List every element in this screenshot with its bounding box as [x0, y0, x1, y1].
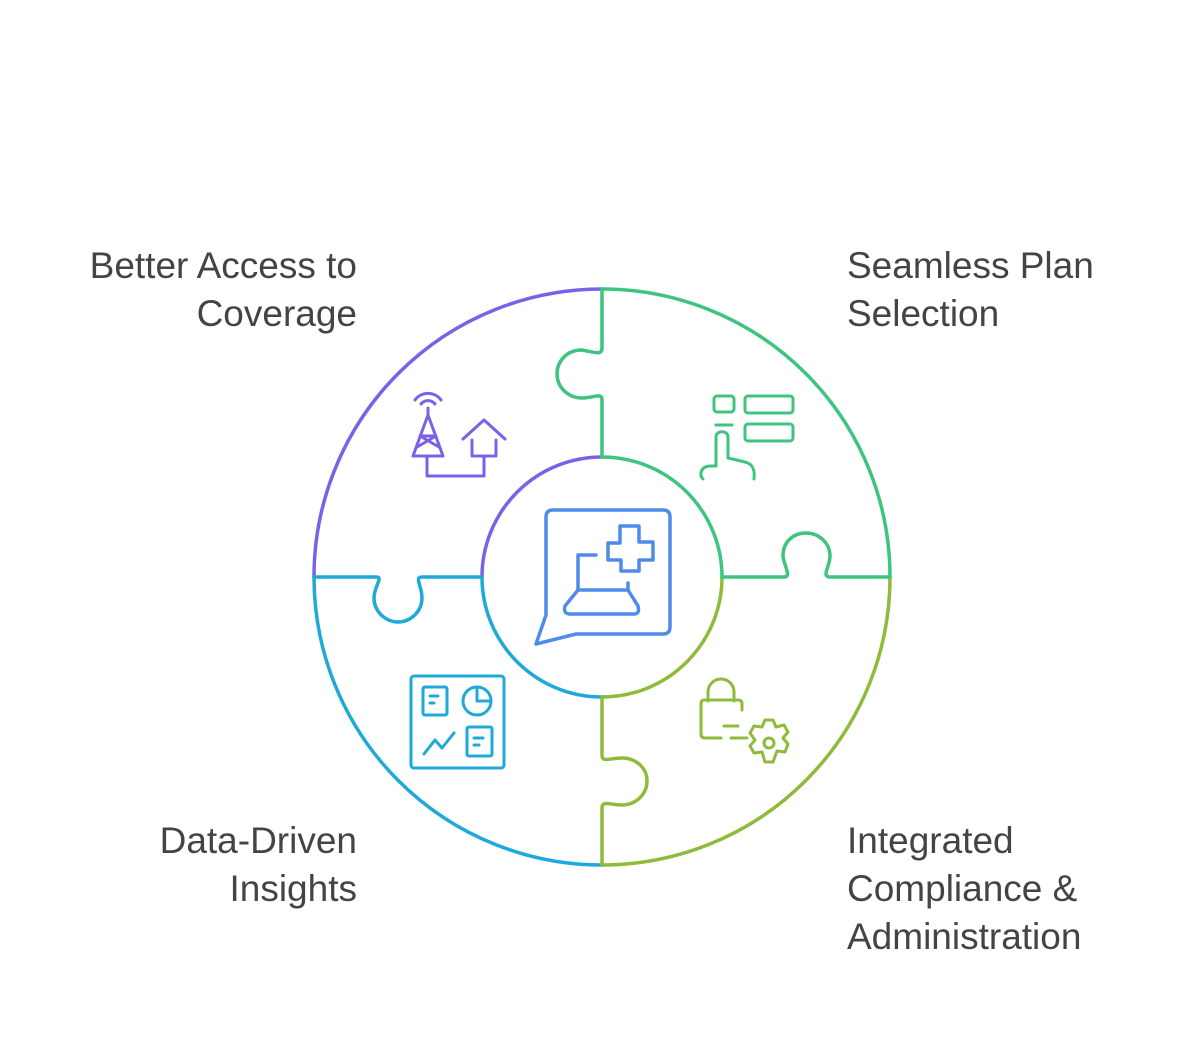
- outer-arc-top-right: [600, 287, 892, 579]
- separator-left: [312, 575, 484, 624]
- separator-right: [720, 531, 892, 579]
- lock-gear-icon: [699, 677, 790, 764]
- inner-arc-bottom-left: [480, 575, 604, 699]
- separator-bottom: [600, 695, 649, 867]
- tower-house-signal-icon: [411, 391, 507, 478]
- label-line: Better Access to: [89, 245, 357, 286]
- outer-arc-bottom-right: [600, 575, 892, 867]
- label-seamless-plan: Seamless Plan Selection: [847, 242, 1094, 338]
- hand-select-list-icon: [699, 394, 795, 481]
- label-line: Administration: [847, 916, 1082, 957]
- separator-top: [555, 288, 604, 459]
- outer-arc-top-left: [312, 287, 604, 579]
- label-integrated-compliance: Integrated Compliance & Administration: [847, 817, 1081, 961]
- inner-arc-top-left: [480, 455, 604, 579]
- label-line: Data-Driven: [159, 820, 357, 861]
- label-line: Selection: [847, 293, 1000, 334]
- dashboard-analytics-icon: [409, 674, 506, 770]
- outer-arc-bottom-left: [312, 575, 604, 867]
- inner-arc-bottom-right: [600, 575, 724, 699]
- label-better-access: Better Access to Coverage: [90, 242, 357, 338]
- label-line: Seamless Plan: [847, 245, 1094, 286]
- inner-arc-top-right: [600, 455, 724, 579]
- label-line: Integrated: [847, 820, 1014, 861]
- label-line: Compliance &: [847, 868, 1078, 909]
- laptop-medical-chat-icon: [534, 508, 672, 646]
- label-data-driven: Data-Driven Insights: [160, 817, 357, 913]
- label-line: Coverage: [196, 293, 357, 334]
- label-line: Insights: [229, 868, 357, 909]
